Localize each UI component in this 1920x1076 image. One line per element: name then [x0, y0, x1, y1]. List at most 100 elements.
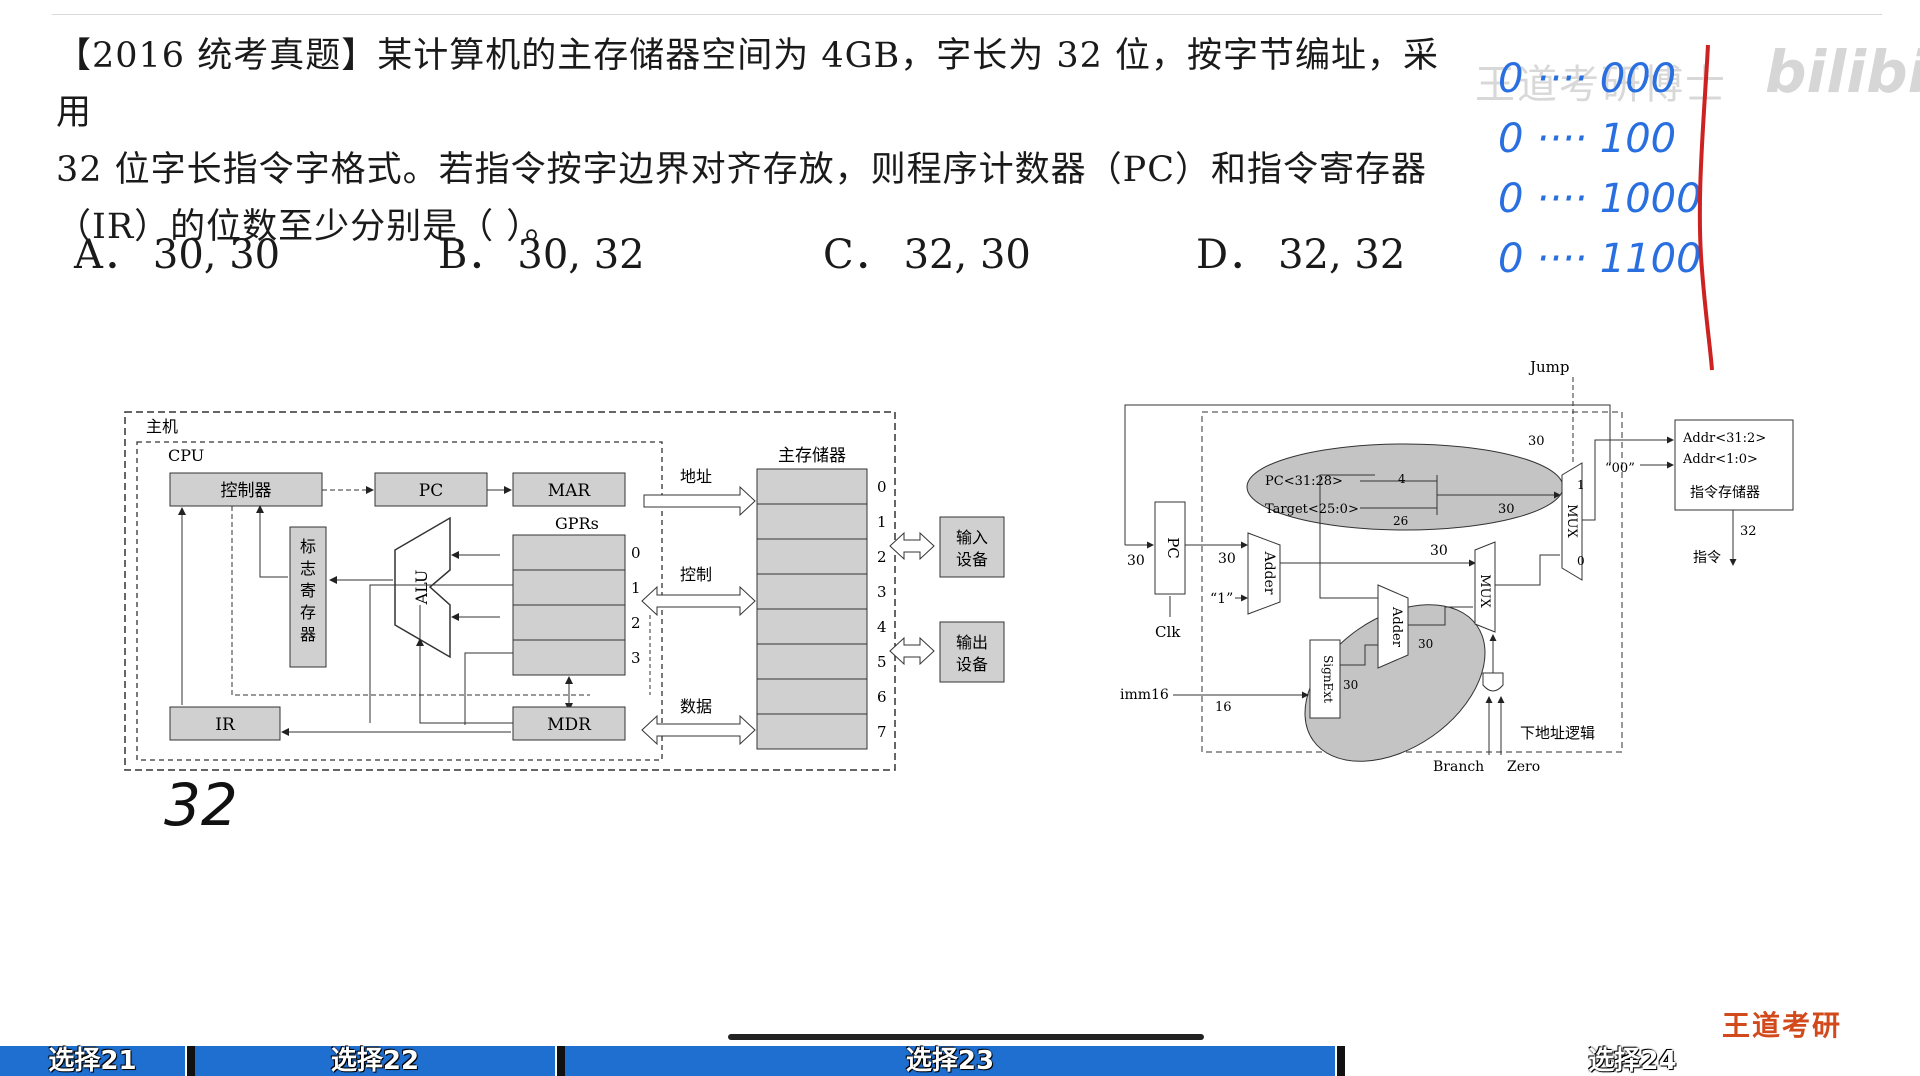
- binary-row: 0 ···· 1100: [1498, 236, 1702, 282]
- jump-label: Jump: [1528, 358, 1570, 376]
- mdr-box: [512, 706, 626, 741]
- flags-label: 寄: [300, 581, 316, 600]
- red-divider-stroke: [1697, 44, 1714, 371]
- handwriting-ir-note: 32: [164, 771, 238, 835]
- data-bus-label: 数据: [680, 697, 712, 716]
- bus-width: 30: [1127, 553, 1145, 569]
- mux-branch: [1474, 541, 1496, 633]
- handwriting-binary-notes: 0 ···· 000 0 ···· 100 0 ···· 1000 0 ····…: [1498, 44, 1714, 371]
- branch-signal-label: Branch: [1433, 759, 1484, 775]
- controller-box: [169, 472, 323, 507]
- address-bus-arrow: [643, 485, 756, 517]
- handwritten-ir-bits: 32: [164, 771, 238, 835]
- flags-label: 器: [300, 625, 316, 644]
- mux-jump: [1561, 462, 1583, 581]
- adder-2-label: Adder: [1389, 606, 1404, 648]
- pc-label: PC: [419, 481, 443, 501]
- chapter-bar: 选择21 选择22 选择23 选择24: [0, 1046, 1920, 1076]
- flags-label: 存: [300, 603, 316, 622]
- binary-row: 0 ···· 100: [1498, 116, 1676, 162]
- bus-width: 4: [1398, 472, 1406, 486]
- instruction-memory-box: [1674, 419, 1794, 511]
- data-bus-arrow: [641, 714, 756, 746]
- watermark-text: 王道考研博士: [1475, 62, 1727, 108]
- ir-box: [169, 706, 281, 741]
- output-device-box: [939, 621, 1005, 683]
- output-device-label: 设备: [956, 655, 988, 674]
- mar-label: MAR: [548, 481, 592, 501]
- adder-1: [1247, 532, 1281, 615]
- instruction-label: 指令: [1693, 550, 1721, 566]
- question-line-3: （IR）的位数至少分别是（ ）。: [56, 207, 561, 247]
- zero-signal-label: Zero: [1507, 759, 1540, 775]
- alu-label: ALU: [412, 570, 431, 606]
- gprs-label: GPRs: [555, 514, 599, 533]
- chapter-22[interactable]: 选择22: [195, 1046, 555, 1076]
- zeros-constant-label: “00”: [1605, 461, 1635, 476]
- ir-label: IR: [215, 715, 236, 735]
- chapter-label: 选择23: [905, 1046, 995, 1076]
- chapter-23[interactable]: 选择23: [565, 1046, 1335, 1076]
- next-address-logic-frame: [1201, 411, 1623, 753]
- bus-width: 30: [1343, 678, 1358, 692]
- mux-input-index: 0: [1577, 554, 1585, 568]
- bus-width: 30: [1528, 434, 1545, 449]
- video-progress-bar[interactable]: [728, 1034, 1204, 1040]
- gpr-index: 2: [631, 614, 641, 632]
- chapter-label: 选择21: [48, 1046, 137, 1076]
- mdr-label: MDR: [547, 715, 592, 735]
- mar-box: [512, 472, 626, 507]
- pc-register-box: [1154, 501, 1186, 595]
- memory-index: 6: [877, 688, 887, 706]
- bus-width: 30: [1498, 502, 1515, 517]
- option-b: B．30, 32: [438, 232, 645, 278]
- memory-index: 1: [877, 513, 887, 531]
- control-bus-label: 控制: [680, 565, 712, 584]
- controller-label: 控制器: [221, 481, 272, 501]
- constant-one-label: “1”: [1210, 591, 1233, 607]
- target-field-label: Target<25:0>: [1265, 502, 1359, 517]
- gpr-index: 1: [631, 579, 641, 597]
- bilibili-logo: bilibili: [1765, 38, 1920, 106]
- bus-width: 32: [1740, 524, 1757, 539]
- address-high-label: Addr<31:2>: [1682, 431, 1766, 446]
- address-bus-label: 地址: [680, 467, 712, 486]
- host-label: 主机: [146, 417, 178, 436]
- input-arrow: [889, 531, 935, 561]
- clk-label: Clk: [1155, 623, 1181, 641]
- input-device-label: 设备: [956, 550, 988, 569]
- mux-branch-label: MUX: [1477, 574, 1492, 608]
- address-low-label: Addr<1:0>: [1682, 452, 1758, 467]
- chapter-separator: [187, 1046, 195, 1076]
- chapter-label: 选择24: [1588, 1046, 1677, 1076]
- output-arrow: [889, 636, 935, 666]
- option-c: C．32, 30: [823, 232, 1031, 278]
- adder-2: [1377, 584, 1409, 669]
- binary-row: 0 ···· 000: [1498, 56, 1676, 102]
- mux-input-index: 1: [1577, 478, 1585, 492]
- chapter-separator: [557, 1046, 565, 1076]
- memory-index: 3: [877, 583, 887, 601]
- divider: [52, 14, 1882, 15]
- brand-logo: 王道考研: [1722, 1009, 1843, 1042]
- chapter-24[interactable]: 选择24: [1345, 1046, 1920, 1076]
- alu-shape: [394, 516, 451, 659]
- adder-1-label: Adder: [1261, 550, 1277, 594]
- chapter-separator: [1337, 1046, 1345, 1076]
- mux-jump-label: MUX: [1564, 504, 1579, 538]
- bus-width: 26: [1393, 514, 1408, 528]
- memory-index: 7: [877, 723, 887, 741]
- cpu-label: CPU: [168, 446, 204, 465]
- sign-extend-box: [1309, 639, 1341, 719]
- chapter-21[interactable]: 选择21: [0, 1046, 185, 1076]
- memory-label: 主存储器: [778, 446, 846, 466]
- flags-label: 标: [300, 537, 316, 556]
- memory-index: 2: [877, 548, 887, 566]
- control-bus-arrow: [641, 585, 756, 617]
- question-line-2: 32 位字长指令字格式。若指令按字边界对齐存放，则程序计数器（PC）和指令寄存器: [56, 150, 1427, 190]
- memory-index: 0: [877, 478, 887, 496]
- memory-index: 5: [877, 653, 887, 671]
- option-d: D．32, 32: [1196, 232, 1406, 278]
- option-a: A．30, 30: [74, 232, 281, 278]
- flags-register-box: [289, 526, 327, 668]
